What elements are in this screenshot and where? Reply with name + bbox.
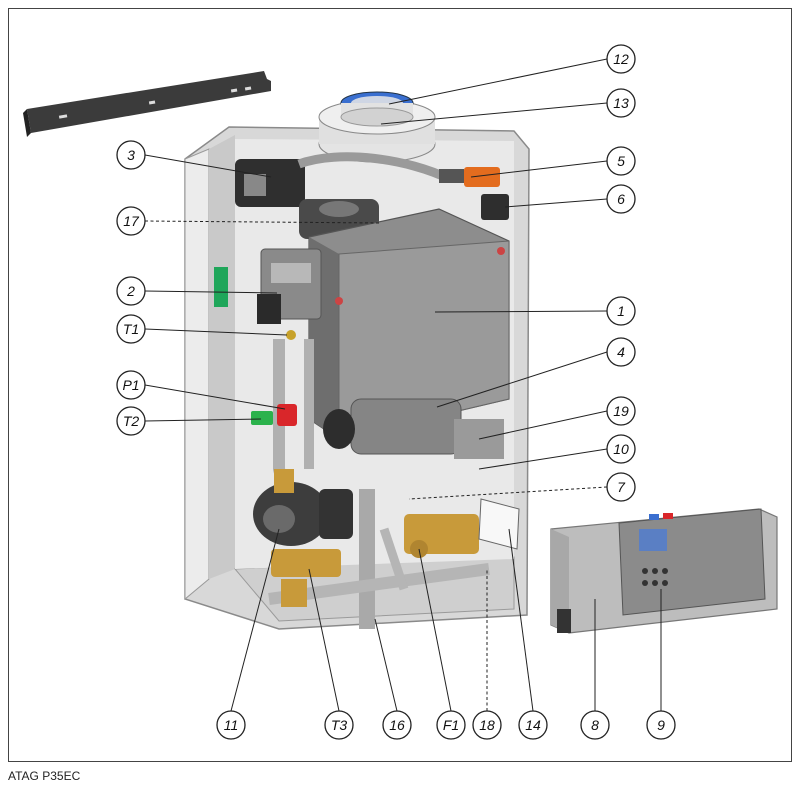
svg-text:T1: T1 [123,321,139,337]
callout-10: 10 [606,434,636,464]
svg-text:10: 10 [613,441,629,457]
leader-T1 [144,328,288,336]
svg-text:3: 3 [127,147,135,163]
leader-11 [230,528,280,712]
callout-P1: P1 [116,370,146,400]
callout-6: 6 [606,184,636,214]
leader-2 [144,290,278,294]
leader-4 [436,351,608,408]
callout-F1: F1 [436,710,466,740]
callout-5: 5 [606,146,636,176]
callout-T2: T2 [116,406,146,436]
callout-1: 1 [606,296,636,326]
callout-17: 17 [116,206,146,236]
callout-16: 16 [382,710,412,740]
svg-text:13: 13 [613,95,629,111]
callout-11: 11 [216,710,246,740]
callout-2: 2 [116,276,146,306]
svg-text:19: 19 [613,403,629,419]
callout-18: 18 [472,710,502,740]
callout-T1: T1 [116,314,146,344]
leader-T2 [144,418,262,422]
leader-16 [374,618,398,712]
svg-text:18: 18 [479,717,495,733]
svg-text:7: 7 [617,479,626,495]
svg-text:12: 12 [613,51,629,67]
svg-text:2: 2 [126,283,135,299]
svg-text:8: 8 [591,717,599,733]
leader-P1 [144,384,286,410]
circulation-pump [253,482,353,546]
diagram-frame: 12 13 3 5 6 17 2 1 T1 4 P1 19 T2 10 7 11… [8,8,792,762]
callout-4: 4 [606,337,636,367]
svg-text:17: 17 [123,213,140,229]
callout-14: 14 [518,710,548,740]
svg-text:1: 1 [617,303,625,319]
svg-text:T3: T3 [331,717,348,733]
leader-7 [408,486,608,500]
leader-17 [144,220,380,224]
callout-T3: T3 [324,710,354,740]
leader-19 [478,410,608,440]
leader-1 [434,310,608,313]
callout-7: 7 [606,472,636,502]
callout-8: 8 [580,710,610,740]
gas-valve [214,248,322,324]
leader-13 [380,102,608,125]
svg-text:4: 4 [617,344,625,360]
svg-text:16: 16 [389,717,405,733]
valves [251,330,297,426]
leader-5 [470,160,608,178]
data-plate [478,498,520,550]
svg-text:9: 9 [657,717,665,733]
leader-3 [144,154,272,178]
callout-12: 12 [606,44,636,74]
leader-F1 [418,548,452,712]
wall-bracket [23,71,271,137]
leader-T3 [308,568,340,712]
leader-10 [478,448,608,470]
svg-text:T2: T2 [123,413,140,429]
svg-text:5: 5 [617,153,625,169]
svg-text:F1: F1 [443,717,459,733]
callout-labels: 12 13 3 5 6 17 2 1 T1 4 P1 19 T2 10 7 11… [116,44,676,740]
boiler-exploded-diagram: 12 13 3 5 6 17 2 1 T1 4 P1 19 T2 10 7 11… [23,44,778,740]
heat-exchanger [308,208,510,440]
svg-text:14: 14 [525,717,541,733]
callout-19: 19 [606,396,636,426]
flue-adaptor [318,91,436,163]
svg-text:6: 6 [617,191,625,207]
svg-text:P1: P1 [122,377,139,393]
sensor-connectors [439,167,509,220]
leader-14 [508,528,534,712]
leader-12 [388,58,608,105]
svg-text:11: 11 [224,717,239,733]
figure-caption: ATAG P35EC [8,769,81,783]
brass-fittings [271,469,479,607]
control-box [550,508,778,634]
leader-6 [504,198,608,208]
callout-3: 3 [116,140,146,170]
callout-13: 13 [606,88,636,118]
leader-lines [144,58,662,712]
callout-9: 9 [646,710,676,740]
